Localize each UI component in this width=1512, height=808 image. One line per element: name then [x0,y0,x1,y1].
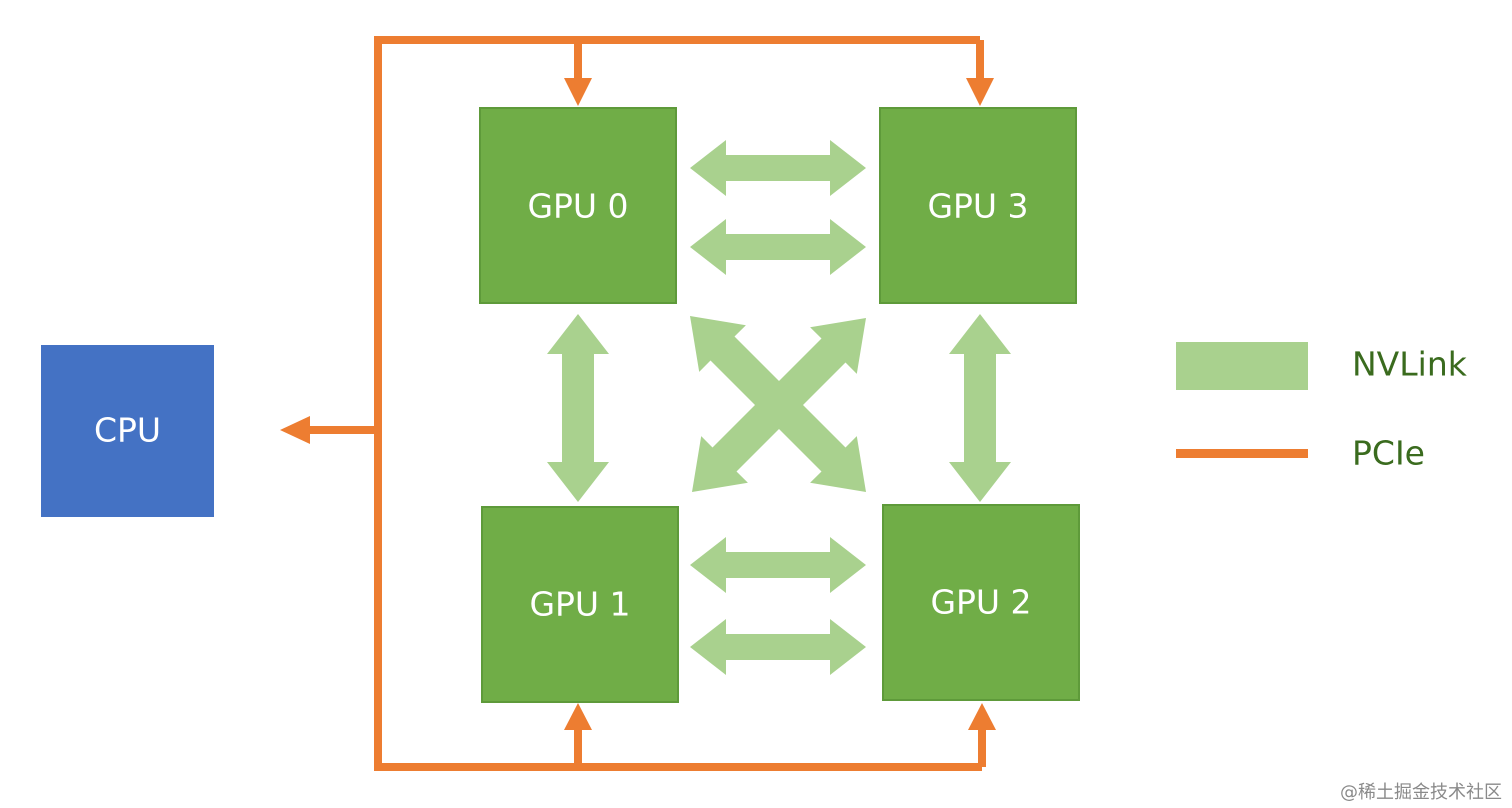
legend-nvlink-swatch [1176,342,1308,390]
pcie-arrowhead-gpu0 [564,78,592,106]
nvlink-connections [547,140,1011,675]
gpu0-node: GPU 0 [479,107,677,304]
pcie-arrowhead-gpu2 [968,703,996,730]
nvlink-arrow-gpu0-gpu3-b [690,219,866,275]
legend: NVLink PCIe [1176,342,1468,473]
pcie-arrowhead-gpu1 [564,703,592,730]
nvlink-arrow-gpu0-gpu1 [547,314,609,502]
gpu1-node: GPU 1 [481,506,679,703]
legend-nvlink-label: NVLink [1352,345,1468,384]
cpu-label: CPU [94,411,161,450]
gpu0-label: GPU 0 [527,187,628,226]
legend-pcie-label: PCIe [1352,434,1425,473]
nvlink-arrow-gpu1-gpu2-a [690,537,866,593]
pcie-arrowhead-gpu3 [966,78,994,106]
gpu2-label: GPU 2 [930,583,1031,622]
nvlink-arrow-gpu0-gpu3-a [690,140,866,196]
gpu1-label: GPU 1 [529,585,630,624]
gpu3-node: GPU 3 [879,107,1077,304]
gpu2-node: GPU 2 [882,504,1080,701]
cpu-node: CPU [41,345,214,517]
pcie-arrowhead-cpu [280,416,310,444]
nvlink-arrow-gpu3-gpu2 [949,314,1011,502]
legend-pcie-swatch [1176,449,1308,458]
nvlink-arrow-gpu1-gpu2-b [690,619,866,675]
gpu3-label: GPU 3 [927,187,1028,226]
watermark: @稀土掘金技术社区 [1340,782,1502,803]
nvlink-arrow-gpu3-gpu1 [692,318,866,492]
pcie-bus-line [308,36,986,771]
pcie-connections [280,36,996,771]
